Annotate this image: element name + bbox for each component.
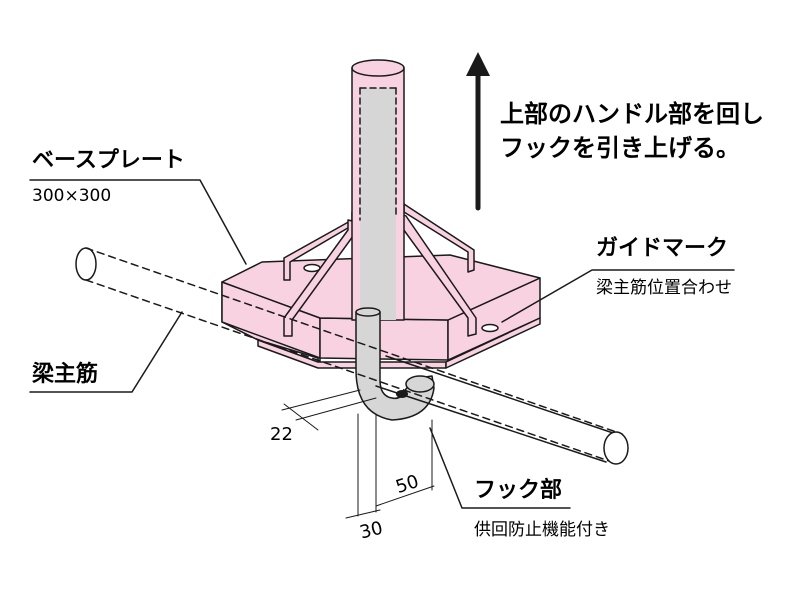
guide-mark-hole (481, 323, 499, 333)
vertical-pipe (351, 59, 405, 321)
dimension-22: 22 (270, 424, 293, 445)
instruction-line-1: 上部のハンドル部を回し (500, 100, 764, 128)
main-bar-leader (29, 311, 183, 393)
stiffener-ribs (283, 203, 477, 337)
base-plate-size: 300×300 (32, 186, 112, 206)
hook-leader (429, 427, 571, 509)
guide-mark-leader (501, 269, 735, 323)
dimension-lines (281, 389, 435, 519)
up-arrow-icon (466, 52, 490, 211)
main-bar-label: 梁主筋 (32, 362, 99, 387)
base-plate-label: ベースプレート (32, 148, 185, 173)
instruction-line-2: フックを引き上げる。 (500, 134, 740, 162)
hook-note: 供回防止機能付き (474, 520, 610, 540)
base-plate-leader (29, 179, 247, 265)
hook-label: フック部 (474, 478, 563, 503)
guide-mark-note: 梁主筋位置合わせ (596, 278, 732, 298)
hook (355, 307, 435, 421)
main-bar (75, 247, 629, 465)
guide-mark-label: ガイドマーク (596, 236, 729, 261)
